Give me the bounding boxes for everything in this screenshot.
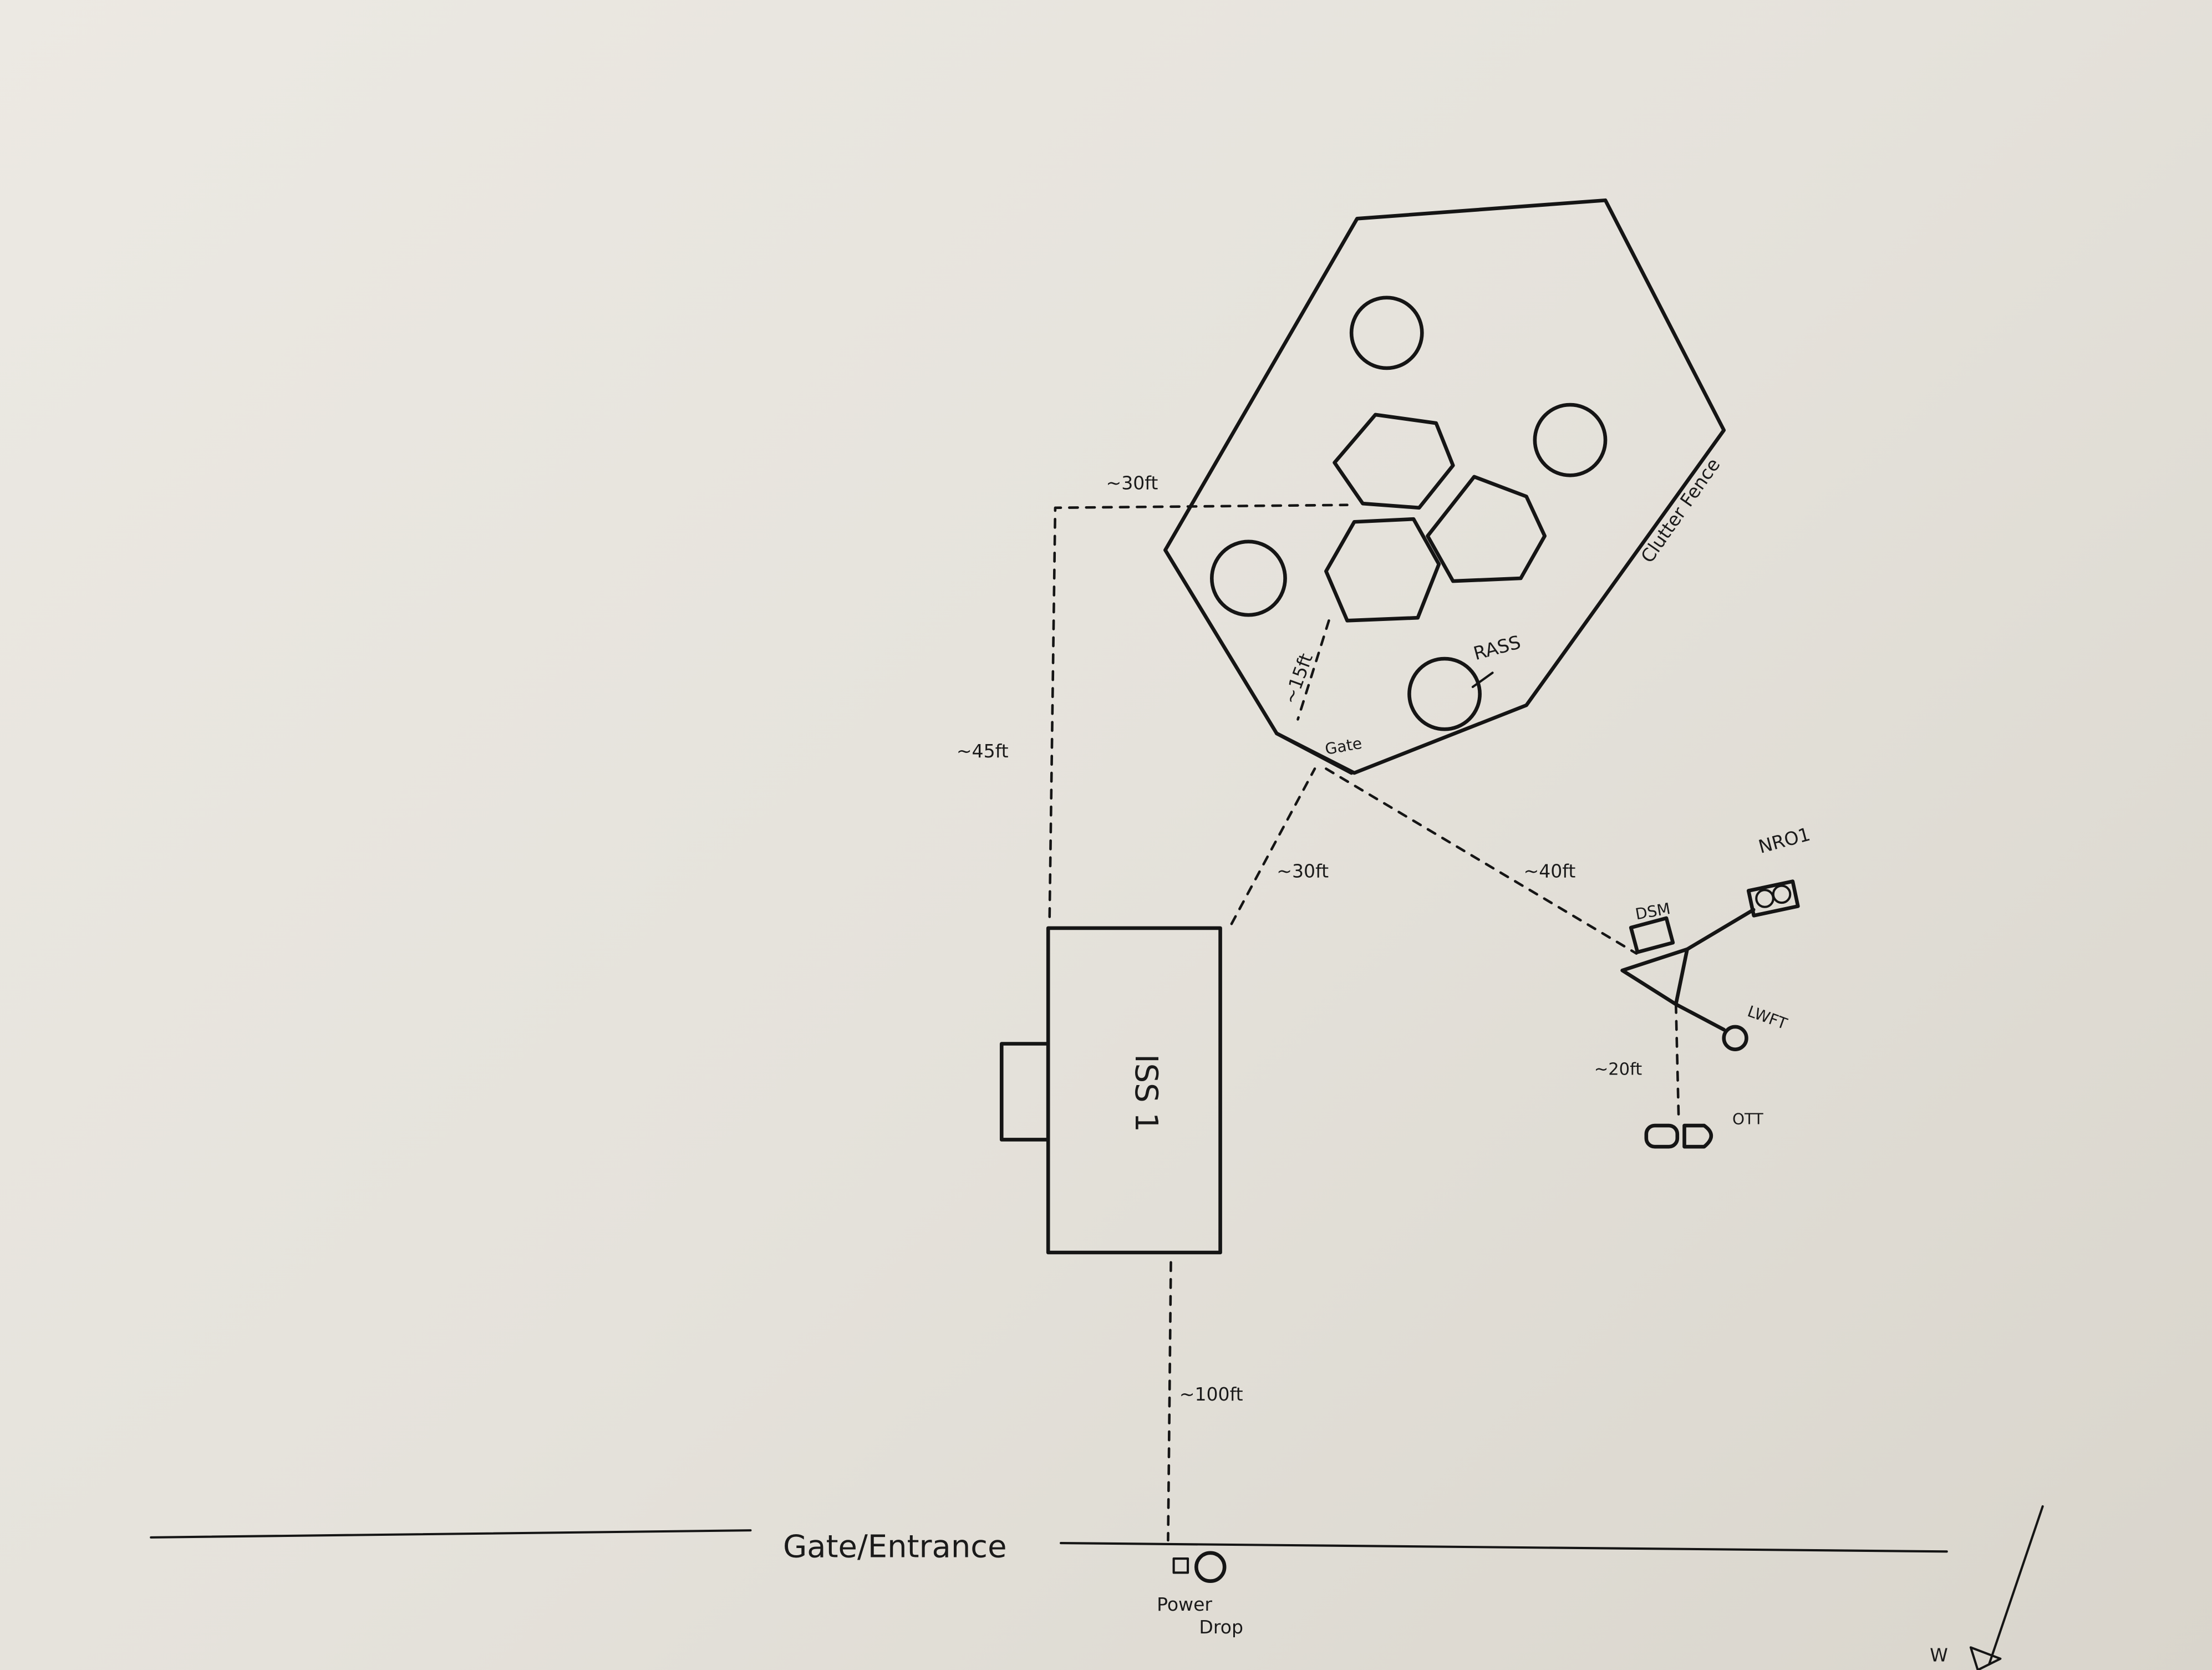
entrance-road-left xyxy=(150,1529,752,1539)
entrance-road-right xyxy=(1060,1542,1948,1553)
dimension-line-power xyxy=(1167,1261,1172,1542)
ott-sensor xyxy=(1682,1123,1713,1149)
nro1-cable xyxy=(1685,908,1756,951)
hex-unit xyxy=(1333,413,1455,510)
distance-label: ~100ft xyxy=(1179,1383,1243,1405)
iss-label: ISS 1 xyxy=(1128,1054,1164,1132)
dimension-line-gate-dsm xyxy=(1325,767,1638,955)
entrance-label: Gate/Entrance xyxy=(783,1529,1007,1565)
equipment-circle xyxy=(1209,539,1287,617)
distance-label: ~30ft xyxy=(1277,860,1329,882)
dimension-line-45ft-30ft xyxy=(1048,503,1349,918)
direction-arrow xyxy=(1987,1505,2044,1666)
ott-label: OTT xyxy=(1732,1110,1764,1128)
dsm-box xyxy=(1629,916,1675,954)
equipment-circle xyxy=(1533,403,1608,477)
lwft-cable xyxy=(1674,1002,1726,1032)
ott-sensor xyxy=(1644,1123,1680,1149)
nro1-circle xyxy=(1772,884,1792,904)
tower-triangle xyxy=(1620,947,1689,1006)
dimension-line-iss-gate xyxy=(1230,767,1316,925)
direction-arrow-head xyxy=(1969,1646,2002,1670)
gate-label: Gate xyxy=(1324,734,1364,758)
clutter-fence xyxy=(1163,198,1726,775)
distance-label: ~40ft xyxy=(1524,860,1576,882)
distance-label: ~15ft xyxy=(1279,650,1317,707)
power-drop-label: Drop xyxy=(1199,1616,1243,1638)
nro1-box xyxy=(1746,879,1800,918)
clutter-fence-label: Clutter Fence xyxy=(1636,454,1724,567)
hex-unit xyxy=(1426,475,1547,583)
distance-label: ~45ft xyxy=(957,740,1009,762)
distance-label: ~20ft xyxy=(1594,1060,1643,1079)
direction-label: W xyxy=(1930,1644,1948,1666)
power-drop-circle xyxy=(1194,1551,1227,1584)
dimension-line-15ft xyxy=(1296,619,1330,721)
dimension-line-ott xyxy=(1674,1002,1680,1123)
lwft-label: LWFT xyxy=(1745,1002,1790,1033)
hex-unit xyxy=(1324,517,1441,623)
fence-gate xyxy=(1275,731,1354,775)
rass-circle xyxy=(1407,656,1482,731)
rass-arrow xyxy=(1471,671,1494,688)
lwft-sensor xyxy=(1722,1025,1748,1051)
iss-annex xyxy=(999,1042,1050,1142)
distance-label: ~30ft xyxy=(1106,472,1158,494)
power-drop-label: Power xyxy=(1157,1593,1212,1615)
equipment-circle xyxy=(1349,296,1424,370)
nro1-label: NRO1 xyxy=(1756,823,1813,858)
power-drop-box xyxy=(1172,1557,1189,1574)
rass-label: RASS xyxy=(1471,631,1523,664)
nro1-circle xyxy=(1755,889,1774,908)
